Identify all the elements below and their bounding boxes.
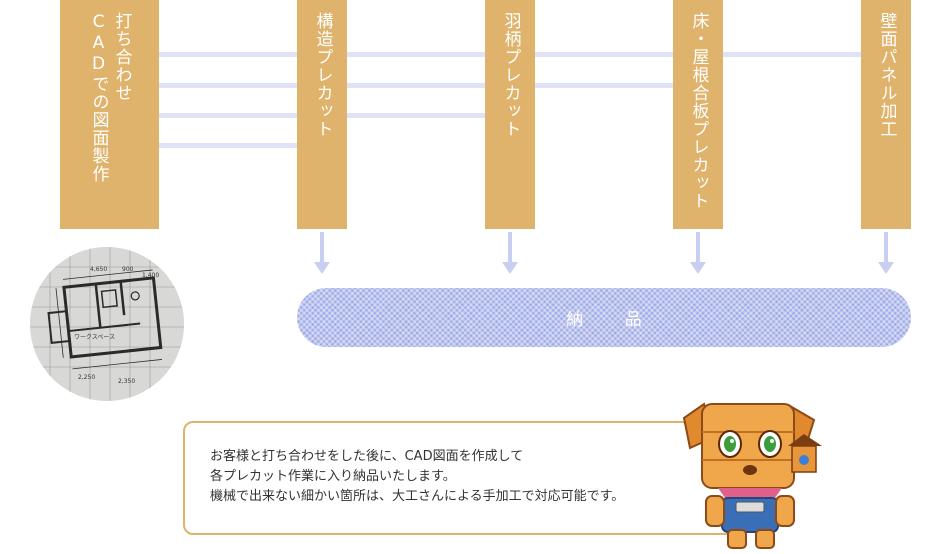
dim-label: 900 xyxy=(122,266,134,273)
step-wall-panel-label: 壁面パネル加工 xyxy=(875,12,898,229)
arrow-down-icon xyxy=(316,232,328,276)
dim-label: 1,400 xyxy=(142,272,159,279)
step-cad-drawing-label: 打ち合わせ CADでの図面製作 xyxy=(87,12,133,229)
description-box: お客様と打ち合わせをした後に、CAD図面を作成して 各プレカット作業に入り納品い… xyxy=(183,421,743,535)
flow-line-4 xyxy=(159,143,297,148)
dim-label: 2,350 xyxy=(118,378,135,385)
arrow-down-icon xyxy=(880,232,892,276)
description-line: 機械で出来ない細かい箇所は、大工さんによる手加工で対応可能です。 xyxy=(210,487,741,507)
step-secondary-precut: 羽柄プレカット xyxy=(485,0,535,229)
step-structural-precut-label: 構造プレカット xyxy=(311,12,334,229)
step-cad-drawing: 打ち合わせ CADでの図面製作 xyxy=(60,0,159,229)
floor-plan-drawing-icon: 4,650 900 1,400 2,250 2,350 ワークスペース xyxy=(30,247,184,401)
room-label: ワークスペース xyxy=(74,334,115,341)
flow-line-2 xyxy=(159,83,673,88)
step-structural-precut: 構造プレカット xyxy=(297,0,347,229)
floor-plan-photo: 4,650 900 1,400 2,250 2,350 ワークスペース xyxy=(30,247,184,401)
wooden-mascot-icon xyxy=(672,398,832,550)
step-wall-panel: 壁面パネル加工 xyxy=(861,0,911,229)
delivery-banner: 納 品 xyxy=(297,288,911,347)
dim-label: 2,250 xyxy=(78,374,95,381)
arrow-down-icon xyxy=(692,232,704,276)
dim-label: 4,650 xyxy=(90,266,107,273)
description-line: 各プレカット作業に入り納品いたします。 xyxy=(210,467,741,487)
step-floor-roof-precut: 床・屋根合板プレカット xyxy=(673,0,723,229)
step-secondary-precut-label: 羽柄プレカット xyxy=(499,12,522,229)
step-floor-roof-precut-label: 床・屋根合板プレカット xyxy=(687,12,710,229)
delivery-label: 納 品 xyxy=(548,305,659,330)
arrow-down-icon xyxy=(504,232,516,276)
description-line: お客様と打ち合わせをした後に、CAD図面を作成して xyxy=(210,447,741,467)
